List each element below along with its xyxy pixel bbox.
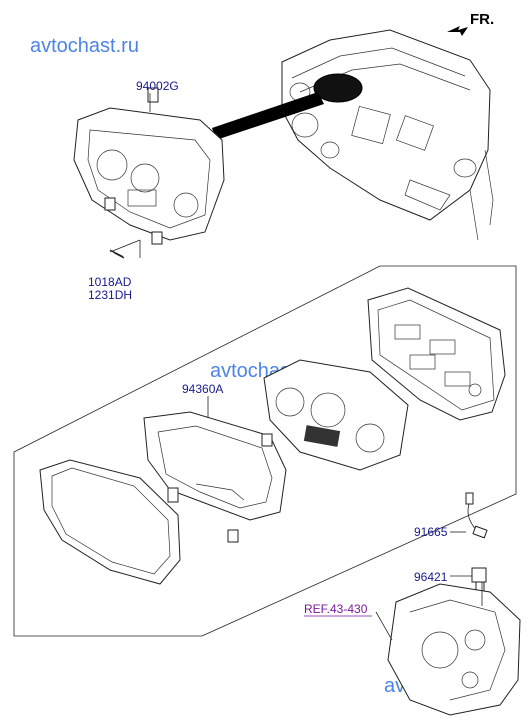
screw — [109, 239, 141, 259]
speed-sensor-wire — [465, 492, 488, 539]
transmission — [387, 583, 521, 716]
part-label-96421[interactable]: 96421 — [414, 570, 448, 584]
part-label-1018AD[interactable]: 1018AD — [88, 275, 132, 289]
front-label: FR. — [470, 11, 494, 28]
dashboard-assembly — [212, 29, 494, 241]
window-glass — [39, 459, 181, 585]
bezel — [143, 411, 287, 543]
front-arrow-icon — [447, 26, 468, 36]
reference-label[interactable]: REF.43-430 — [304, 602, 368, 616]
cluster-assembly — [73, 87, 225, 245]
gauge-board — [263, 359, 409, 471]
part-label-1231DH[interactable]: 1231DH — [88, 288, 132, 302]
watermark-top: avtochast.ru — [30, 35, 139, 57]
part-label-94002G[interactable]: 94002G — [136, 79, 179, 93]
front-direction-indicator: FR. — [447, 11, 494, 36]
speed-sensor — [471, 567, 487, 597]
rear-case — [367, 287, 506, 421]
exploded-view-frame — [13, 265, 517, 637]
pointer-wedge — [212, 92, 324, 140]
cluster-location — [313, 73, 363, 103]
part-label-91665[interactable]: 91665 — [414, 525, 448, 539]
part-label-94360A[interactable]: 94360A — [182, 382, 223, 396]
